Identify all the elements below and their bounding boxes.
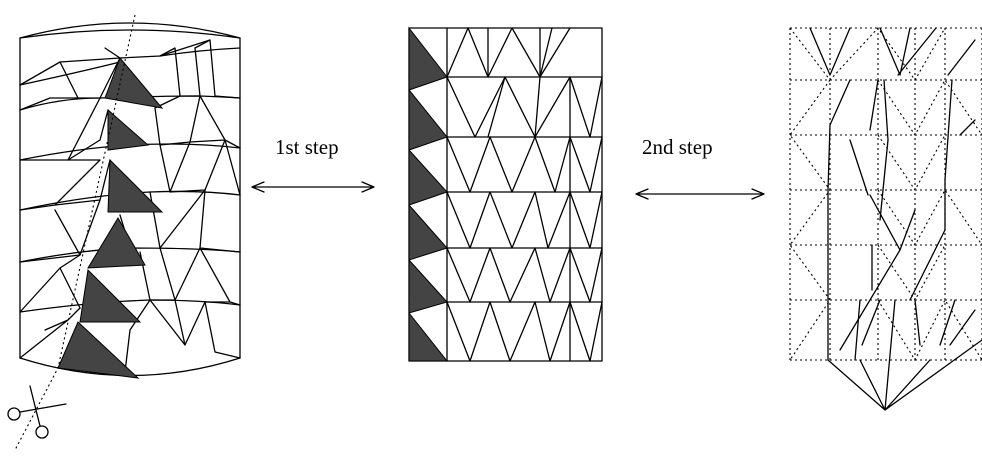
scissors-icon	[7, 385, 67, 439]
shaded-triangle-2	[107, 108, 150, 151]
shaded-triangle-4	[87, 217, 146, 269]
strip-triangle-3	[408, 148, 448, 206]
shaded-triangle-6	[57, 321, 140, 379]
shaded-triangle-3	[107, 158, 164, 213]
shaded-triangle-1	[104, 57, 164, 109]
shaded-triangle-5	[79, 268, 142, 323]
strip-triangle-5	[408, 258, 448, 314]
step1-label: 1st step	[275, 135, 339, 159]
cut-line	[14, 14, 136, 451]
strip-triangle-4	[408, 203, 448, 261]
dual-tree	[789, 27, 982, 411]
step2-arrow	[635, 188, 765, 200]
strip-triangle-2	[408, 88, 448, 151]
unrolled-mesh	[408, 26, 603, 362]
step2-label: 2nd step	[642, 135, 713, 159]
strip-triangle-6	[408, 311, 449, 362]
step1-arrow	[251, 181, 375, 193]
strip-triangle-1	[408, 26, 448, 91]
cylinder-mesh	[14, 14, 241, 451]
